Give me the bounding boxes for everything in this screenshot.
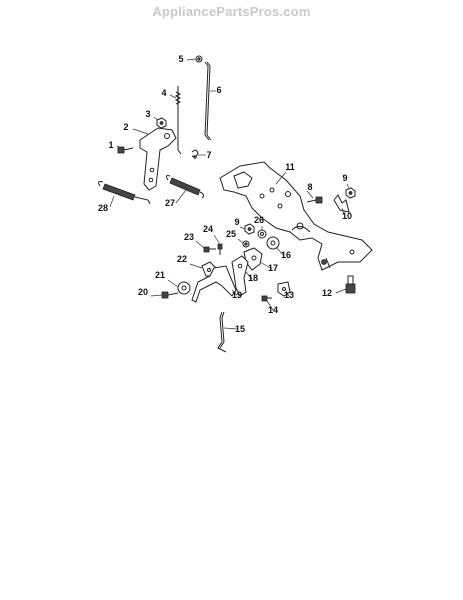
callout-3: 3 xyxy=(145,109,150,119)
part-8-screw[interactable] xyxy=(306,196,323,204)
callout-23: 23 xyxy=(184,232,194,242)
leader-lines xyxy=(109,58,350,330)
callout-6: 6 xyxy=(216,85,221,95)
callout-16: 16 xyxy=(281,250,291,260)
callout-13: 13 xyxy=(284,290,294,300)
callout-5: 5 xyxy=(178,54,183,64)
part-1-bolt[interactable] xyxy=(117,146,134,154)
callout-9: 9 xyxy=(342,173,347,183)
part-15-choke-rod[interactable] xyxy=(217,311,227,353)
part-14-screw[interactable] xyxy=(261,295,272,302)
callout-22: 22 xyxy=(177,254,187,264)
part-5-nut[interactable] xyxy=(195,55,203,63)
callout-7: 7 xyxy=(206,150,211,160)
callout-14: 14 xyxy=(268,305,278,315)
callout-20: 20 xyxy=(138,287,148,297)
callout-1: 1 xyxy=(108,140,113,150)
part-9-nut-right[interactable] xyxy=(345,187,356,199)
callout-4: 4 xyxy=(161,88,166,98)
part-11-control-plate[interactable] xyxy=(219,161,373,271)
callout-21: 21 xyxy=(155,270,165,280)
callout-28: 28 xyxy=(98,203,108,213)
part-26-washer[interactable] xyxy=(257,229,267,239)
callout-2: 2 xyxy=(123,122,128,132)
part-3-nut[interactable] xyxy=(156,117,167,129)
part-19-bracket[interactable] xyxy=(191,265,237,303)
part-20-bolt[interactable] xyxy=(161,291,179,299)
part-6-control-rod[interactable] xyxy=(204,61,212,141)
callout-24: 24 xyxy=(203,224,213,234)
part-9-nut-left[interactable] xyxy=(244,223,255,235)
part-27-spring[interactable] xyxy=(165,175,205,199)
part-18-throttle-lever[interactable] xyxy=(231,255,249,297)
callout-12: 12 xyxy=(322,288,332,298)
part-7-clip[interactable] xyxy=(191,149,199,159)
callout-27: 27 xyxy=(165,198,175,208)
part-25-washer[interactable] xyxy=(242,240,250,248)
callout-18: 18 xyxy=(248,273,258,283)
part-24-screw[interactable] xyxy=(217,243,223,255)
callout-17: 17 xyxy=(268,263,278,273)
callout-11: 11 xyxy=(285,162,295,172)
callout-15: 15 xyxy=(235,324,245,334)
callout-25: 25 xyxy=(226,229,236,239)
part-2-control-lever[interactable] xyxy=(139,127,177,191)
part-28-spring[interactable] xyxy=(98,181,151,205)
watermark-text: AppliancePartsPros.com xyxy=(152,4,311,19)
callout-26: 26 xyxy=(254,215,264,225)
part-23-bolt[interactable] xyxy=(203,246,216,253)
part-10-spring-clip[interactable] xyxy=(333,194,350,213)
callout-8: 8 xyxy=(307,182,312,192)
part-16-washer[interactable] xyxy=(266,236,280,250)
callout-10: 10 xyxy=(342,211,352,221)
callout-9: 9 xyxy=(234,217,239,227)
part-12-shoulder-bolt[interactable] xyxy=(345,275,356,294)
part-13-clip[interactable] xyxy=(277,281,291,297)
part-21-washer[interactable] xyxy=(177,281,191,295)
part-4-governor-link[interactable] xyxy=(174,86,182,155)
callout-19: 19 xyxy=(232,290,242,300)
